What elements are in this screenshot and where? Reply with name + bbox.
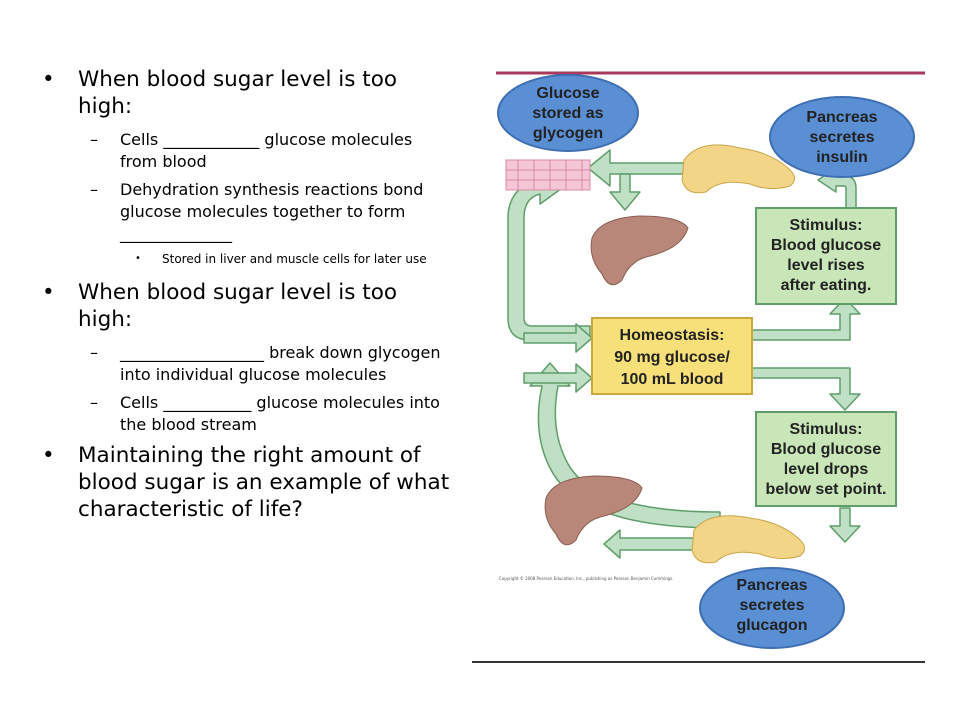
svg-text:Pancreas: Pancreas <box>806 109 877 126</box>
sub-bullet-text: Cells ___________ glucose molecules into… <box>120 393 440 434</box>
liver-bottom-icon <box>544 475 643 546</box>
bullet-text: When blood sugar level is too high: <box>78 280 398 332</box>
svg-text:glucagon: glucagon <box>736 617 807 634</box>
box-stimulus-rise: Stimulus: Blood glucose level rises afte… <box>755 207 897 305</box>
sub-bullet-item: – Cells ___________ glucose molecules in… <box>42 392 452 436</box>
arrow-to-homeostasis-lower <box>523 363 593 393</box>
svg-text:below set point.: below set point. <box>766 481 887 498</box>
sub-bullet-text: __________________ break down glycogen i… <box>120 343 441 384</box>
copyright-text: Copyright © 2008 Pearson Education, Inc.… <box>499 576 674 581</box>
sub-bullet-text: Dehydration synthesis reactions bond glu… <box>120 180 424 243</box>
svg-text:Stimulus:: Stimulus: <box>790 421 863 438</box>
svg-text:level drops: level drops <box>784 461 869 478</box>
bullet-list: • When blood sugar level is too high: – … <box>42 66 452 532</box>
arrow-to-liver-bottom <box>603 529 701 559</box>
bullet-item: • When blood sugar level is too high: <box>42 66 452 120</box>
svg-text:level rises: level rises <box>787 257 865 274</box>
svg-text:stored as: stored as <box>532 105 603 122</box>
bullet-item: • Maintaining the right amount of blood … <box>42 442 452 523</box>
sub-sub-bullet-text: Stored in liver and muscle cells for lat… <box>162 252 427 266</box>
svg-text:Glucose: Glucose <box>536 85 599 102</box>
arrow-to-homeostasis-upper <box>523 323 593 353</box>
arrow-to-glycogen <box>587 149 689 187</box>
bullet-marker: • <box>42 443 55 468</box>
bullet-item: • When blood sugar level is too high: <box>42 279 452 333</box>
arrow-to-insulin <box>817 167 857 209</box>
bullet-marker: • <box>42 67 55 92</box>
dash-marker: – <box>90 130 98 149</box>
svg-text:Pancreas: Pancreas <box>736 577 807 594</box>
oval-glucose-stored: Glucose stored as glycogen <box>497 74 639 152</box>
oval-pancreas-glucagon: Pancreas secretes glucagon <box>699 567 845 649</box>
sub-sub-bullet-item: • Stored in liver and muscle cells for l… <box>42 251 452 267</box>
bullet-marker: • <box>135 253 141 264</box>
svg-text:secretes: secretes <box>810 129 875 146</box>
svg-text:Stimulus:: Stimulus: <box>790 217 863 234</box>
svg-text:90 mg glucose/: 90 mg glucose/ <box>614 349 730 366</box>
liver-top-icon <box>590 215 689 286</box>
sub-bullet-item: – Dehydration synthesis reactions bond g… <box>42 179 452 245</box>
sub-bullet-item: – __________________ break down glycogen… <box>42 342 452 386</box>
svg-text:after eating.: after eating. <box>781 277 872 294</box>
glucose-homeostasis-diagram: Glucose stored as glycogen Pancreas secr… <box>472 71 925 663</box>
pancreas-bottom-icon <box>691 515 805 564</box>
sub-bullet-item: – Cells ____________ glucose molecules f… <box>42 129 452 173</box>
box-stimulus-drop: Stimulus: Blood glucose level drops belo… <box>755 411 897 507</box>
arrow-to-glucagon <box>829 507 861 543</box>
loop-arrow-top-left <box>507 167 591 341</box>
oval-pancreas-insulin: Pancreas secretes insulin <box>769 96 915 178</box>
dash-marker: – <box>90 393 98 412</box>
bullet-text: Maintaining the right amount of blood su… <box>78 443 450 522</box>
svg-text:secretes: secretes <box>740 597 805 614</box>
bullet-text: When blood sugar level is too high: <box>78 67 398 119</box>
svg-text:Homeostasis:: Homeostasis: <box>620 327 725 344</box>
sub-bullet-text: Cells ____________ glucose molecules fro… <box>120 130 413 171</box>
svg-text:Blood glucose: Blood glucose <box>771 237 881 254</box>
svg-text:100 mL blood: 100 mL blood <box>621 371 724 388</box>
svg-text:glycogen: glycogen <box>533 125 603 142</box>
dash-marker: – <box>90 343 98 362</box>
pancreas-top-icon <box>681 144 795 194</box>
dash-marker: – <box>90 180 98 199</box>
arrow-to-stimulus-drop <box>741 367 861 411</box>
svg-text:Blood glucose: Blood glucose <box>771 441 881 458</box>
box-homeostasis: Homeostasis: 90 mg glucose/ 100 mL blood <box>591 317 753 395</box>
muscle-tissue-image <box>505 159 591 191</box>
bullet-marker: • <box>42 280 55 305</box>
arrow-to-liver-top <box>609 173 641 211</box>
svg-text:insulin: insulin <box>816 149 868 166</box>
